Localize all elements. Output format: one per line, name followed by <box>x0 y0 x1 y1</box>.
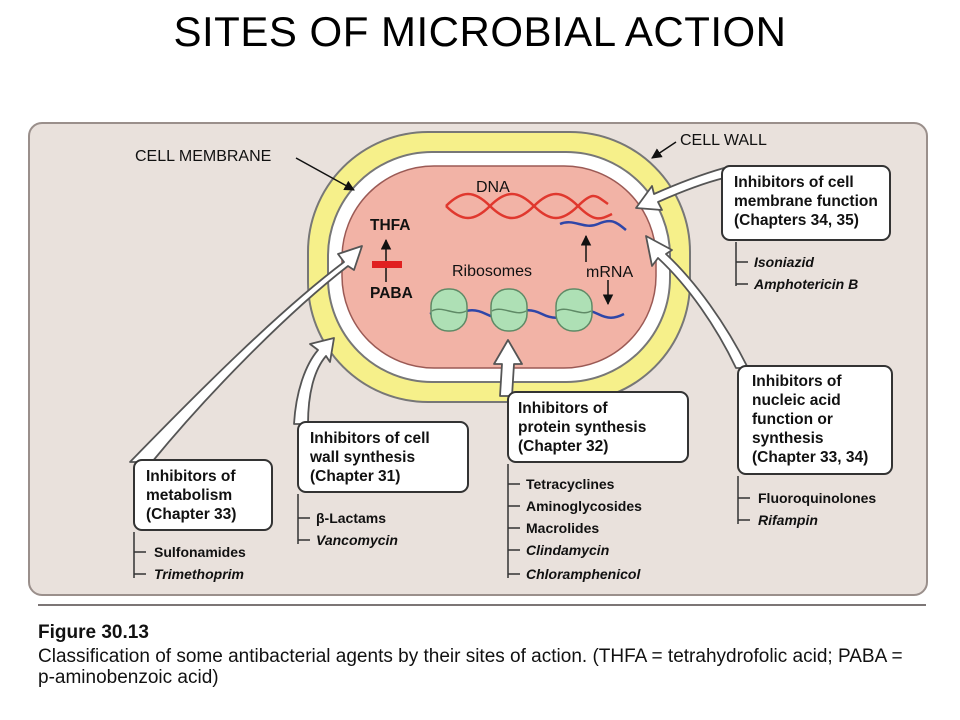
drug-macrolides: Macrolides <box>526 520 599 536</box>
drug-chloramphenicol: Chloramphenicol <box>526 566 641 582</box>
cell-wall-arrow <box>293 337 335 425</box>
membrane-title-line: Inhibitors of cell <box>734 174 854 191</box>
mrna-strand <box>559 219 627 231</box>
mrna-label: mRNA <box>586 264 633 281</box>
nucleic-title-line: Inhibitors of <box>752 373 842 390</box>
figure-number: Figure 30.13 <box>38 622 149 643</box>
ribosome <box>555 288 593 332</box>
nucleic-box <box>737 365 893 475</box>
protein-box <box>507 391 689 463</box>
protein-title-line: (Chapter 32) <box>518 438 608 455</box>
protein-arrow <box>493 339 523 397</box>
cell-wall-label: CELL WALL <box>680 132 767 149</box>
drug-fluoroquinolones: Fluoroquinolones <box>758 490 876 506</box>
protein-title-line: protein synthesis <box>518 419 646 436</box>
cell-wall-drug-bracket <box>297 494 310 544</box>
ribosomes-label: Ribosomes <box>452 263 532 280</box>
cell-wall-box <box>297 421 469 493</box>
membrane-drug-bracket <box>735 242 748 286</box>
cell-wall-title-line: (Chapter 31) <box>310 468 400 485</box>
cell-wall-pointer <box>651 141 677 159</box>
drug-aminoglycosides: Aminoglycosides <box>526 498 642 514</box>
paba-label: PABA <box>370 285 413 302</box>
block-bar <box>372 261 402 268</box>
drug-clindamycin: Clindamycin <box>526 542 609 558</box>
membrane-title-line: (Chapters 34, 35) <box>734 212 859 229</box>
ribosome <box>490 288 528 332</box>
slide-title: SITES OF MICROBIAL ACTION <box>173 8 787 55</box>
cell-membrane-pointer <box>295 157 355 191</box>
dna-label: DNA <box>476 179 510 196</box>
nucleic-arrow <box>645 235 749 369</box>
metabolism-title-line: metabolism <box>146 487 232 504</box>
drug-sulfonamides: Sulfonamides <box>154 544 246 560</box>
membrane-arrow <box>635 167 725 211</box>
cell-membrane-label: CELL MEMBRANE <box>135 148 271 165</box>
drug-beta-lactams: β-Lactams <box>316 510 386 526</box>
metabolism-title-line: (Chapter 33) <box>146 506 236 523</box>
membrane-title-line: membrane function <box>734 193 878 210</box>
drug-amphotericin-b: Amphotericin B <box>753 276 858 292</box>
cell-wall-title-line: wall synthesis <box>309 449 415 466</box>
metabolism-arrow <box>129 245 363 463</box>
nucleic-title-line: (Chapter 33, 34) <box>752 449 868 466</box>
drug-vancomycin: Vancomycin <box>316 532 398 548</box>
dna-strand <box>445 192 609 220</box>
metabolism-box <box>133 459 273 531</box>
drug-trimethoprim: Trimethoprim <box>154 566 244 582</box>
drug-isoniazid: Isoniazid <box>754 254 814 270</box>
nucleic-drug-bracket <box>737 476 750 524</box>
caption-rule <box>38 604 926 606</box>
figure-caption: Classification of some antibacterial age… <box>38 646 903 688</box>
nucleic-title-line: nucleic acid <box>752 392 841 409</box>
drug-rifampin: Rifampin <box>758 512 818 528</box>
membrane-box <box>721 165 891 241</box>
cell-wall-title-line: Inhibitors of cell <box>310 430 430 447</box>
ribosome <box>430 288 468 332</box>
metabolism-drug-bracket <box>133 532 146 578</box>
nucleic-title-line: function or <box>752 411 833 428</box>
metabolism-title-line: Inhibitors of <box>146 468 236 485</box>
nucleic-title-line: synthesis <box>752 430 824 447</box>
drug-tetracyclines: Tetracyclines <box>526 476 615 492</box>
protein-title-line: Inhibitors of <box>518 400 608 417</box>
protein-drug-bracket <box>507 464 520 578</box>
thfa-label: THFA <box>370 217 410 234</box>
